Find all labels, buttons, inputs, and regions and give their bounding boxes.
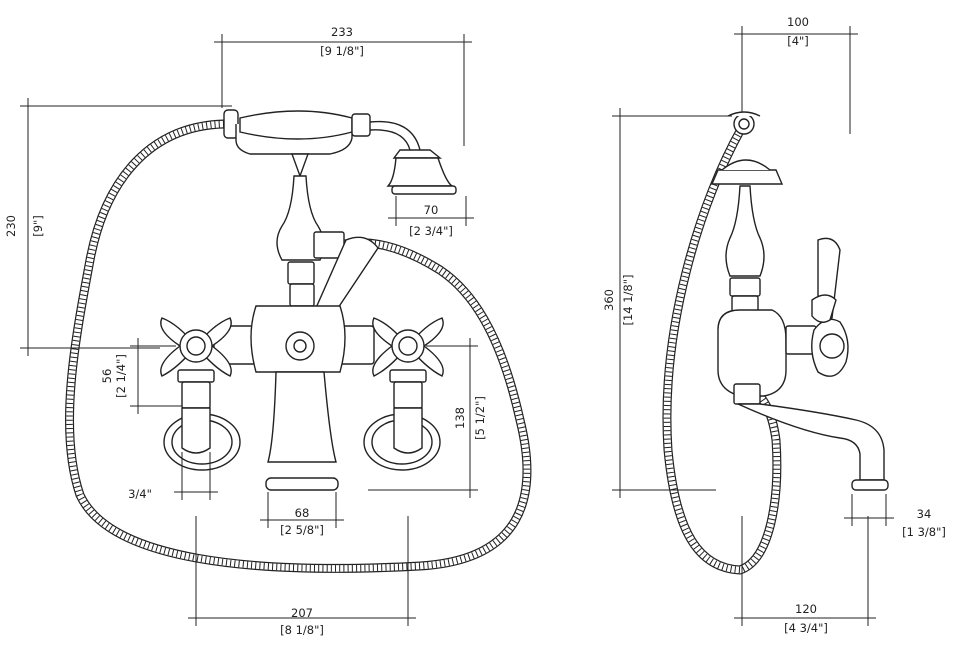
dim-120-value: 120	[795, 602, 817, 616]
dim-138-imperial: [5 1/2"]	[473, 396, 487, 440]
front-body	[213, 305, 375, 491]
front-view: 233 [9 1/8"] 230 [9"] 70 [2 3/4"] 56 [2 …	[4, 25, 532, 637]
side-handset	[710, 111, 784, 185]
dim-233-value: 233	[331, 25, 353, 39]
dim-68-imperial: [2 5/8"]	[280, 523, 324, 537]
front-shower-hose	[65, 119, 532, 573]
dim-70-imperial: [2 3/4"]	[409, 224, 453, 238]
front-right-valve	[363, 317, 444, 471]
dim-68-value: 68	[295, 506, 310, 520]
dim-233-imperial: [9 1/8"]	[320, 44, 364, 58]
dim-207-value: 207	[291, 606, 313, 620]
side-shower-hose	[662, 119, 782, 575]
dim-120-imperial: [4 3/4"]	[784, 621, 828, 635]
dim-34-value: 34	[917, 507, 932, 521]
dim-230-imperial: [9"]	[31, 215, 45, 237]
dim-70-value: 70	[424, 203, 439, 217]
side-valve-lever	[811, 237, 849, 377]
dim-34-imperial: [1 3/8"]	[902, 525, 946, 539]
dim-138-value: 138	[453, 407, 467, 429]
front-dimension-text: 233 [9 1/8"] 230 [9"] 70 [2 3/4"] 56 [2 …	[4, 25, 487, 637]
side-body	[717, 309, 889, 491]
side-pillar	[725, 185, 765, 313]
dim-360-value: 360	[602, 289, 616, 311]
front-dimensions	[20, 34, 478, 626]
dim-230-value: 230	[4, 215, 18, 237]
side-dimensions	[612, 26, 894, 626]
dim-56-value: 56	[100, 369, 114, 384]
dim-3-4-value: 3/4"	[128, 487, 152, 501]
side-dimension-text: 100 [4"] 360 [14 1/8"] 34 [1 3/8"] 120 […	[602, 15, 946, 635]
dim-207-imperial: [8 1/8"]	[280, 623, 324, 637]
dim-100-imperial: [4"]	[787, 34, 809, 48]
front-left-valve	[160, 317, 241, 471]
handset	[223, 109, 457, 195]
dim-100-value: 100	[787, 15, 809, 29]
side-view: 100 [4"] 360 [14 1/8"] 34 [1 3/8"] 120 […	[602, 15, 946, 635]
dim-56-imperial: [2 1/4"]	[114, 354, 128, 398]
dim-360-imperial: [14 1/8"]	[621, 274, 635, 325]
